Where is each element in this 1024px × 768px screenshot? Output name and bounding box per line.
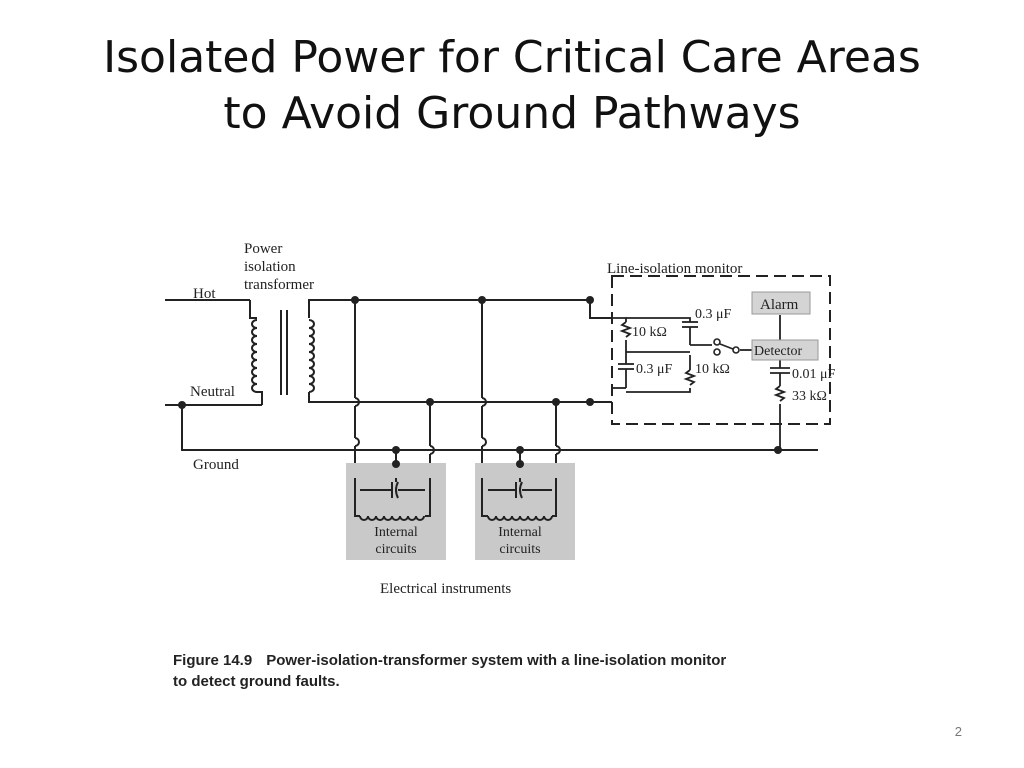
label-power: Power <box>244 241 282 257</box>
label-cap-top: 0.3 μF <box>695 307 732 322</box>
primary-winding <box>251 319 258 393</box>
caption-number: Figure 14.9 <box>173 652 253 669</box>
primary-bottom-lead <box>257 391 263 405</box>
monitor-switch <box>713 338 740 356</box>
slide-title: Isolated Power for Critical Care Areas t… <box>0 30 1024 142</box>
label-internal-2: Internal <box>498 525 542 540</box>
junction-dots <box>178 296 782 468</box>
slide-number: 2 <box>954 724 962 739</box>
monitor-resistor-detector <box>773 385 787 402</box>
label-alarm: Alarm <box>760 297 799 313</box>
label-cap-bottom: 0.3 μF <box>636 362 673 377</box>
line-isolation-monitor-box <box>611 275 831 425</box>
label-circuits-2: circuits <box>499 542 540 557</box>
label-res-mid: 10 kΩ <box>695 362 730 377</box>
label-isolation: isolation <box>244 259 296 275</box>
label-neutral: Neutral <box>190 384 235 400</box>
label-hot: Hot <box>193 286 216 302</box>
label-cap-detector: 0.01 μF <box>792 367 836 382</box>
secondary-neutral-bus <box>308 392 612 403</box>
slide-title-line-2: to Avoid Ground Pathways <box>223 88 801 139</box>
monitor-resistor-mid <box>683 369 697 386</box>
secondary-winding <box>308 319 315 393</box>
label-internal-1: Internal <box>374 525 418 540</box>
caption-text-line-2: to detect ground faults. <box>173 673 340 690</box>
label-transformer: transformer <box>244 277 314 293</box>
label-circuits-1: circuits <box>375 542 416 557</box>
label-ground: Ground <box>193 457 239 473</box>
slide-title-line-1: Isolated Power for Critical Care Areas <box>103 32 921 83</box>
label-electrical-instruments: Electrical instruments <box>380 581 511 597</box>
label-line-isolation-monitor: Line-isolation monitor <box>607 261 742 277</box>
instrument-box-2 <box>475 463 575 560</box>
internal-circuit-2-coil <box>487 515 553 521</box>
figure-caption: Figure 14.9 Power-isolation-transformer s… <box>173 650 873 692</box>
instrument-1-hot-crossover <box>354 397 360 407</box>
primary-top-lead <box>249 300 257 319</box>
caption-text: Power-isolation-transformer system with … <box>266 652 727 669</box>
alarm-box <box>751 291 811 315</box>
internal-circuit-1-coil <box>359 515 425 521</box>
monitor-resistor-left <box>619 321 633 338</box>
label-detector: Detector <box>754 344 803 359</box>
detector-box <box>751 339 819 361</box>
ground-bus <box>181 405 818 451</box>
label-res-left: 10 kΩ <box>632 325 667 340</box>
label-res-detector: 33 kΩ <box>792 389 827 404</box>
